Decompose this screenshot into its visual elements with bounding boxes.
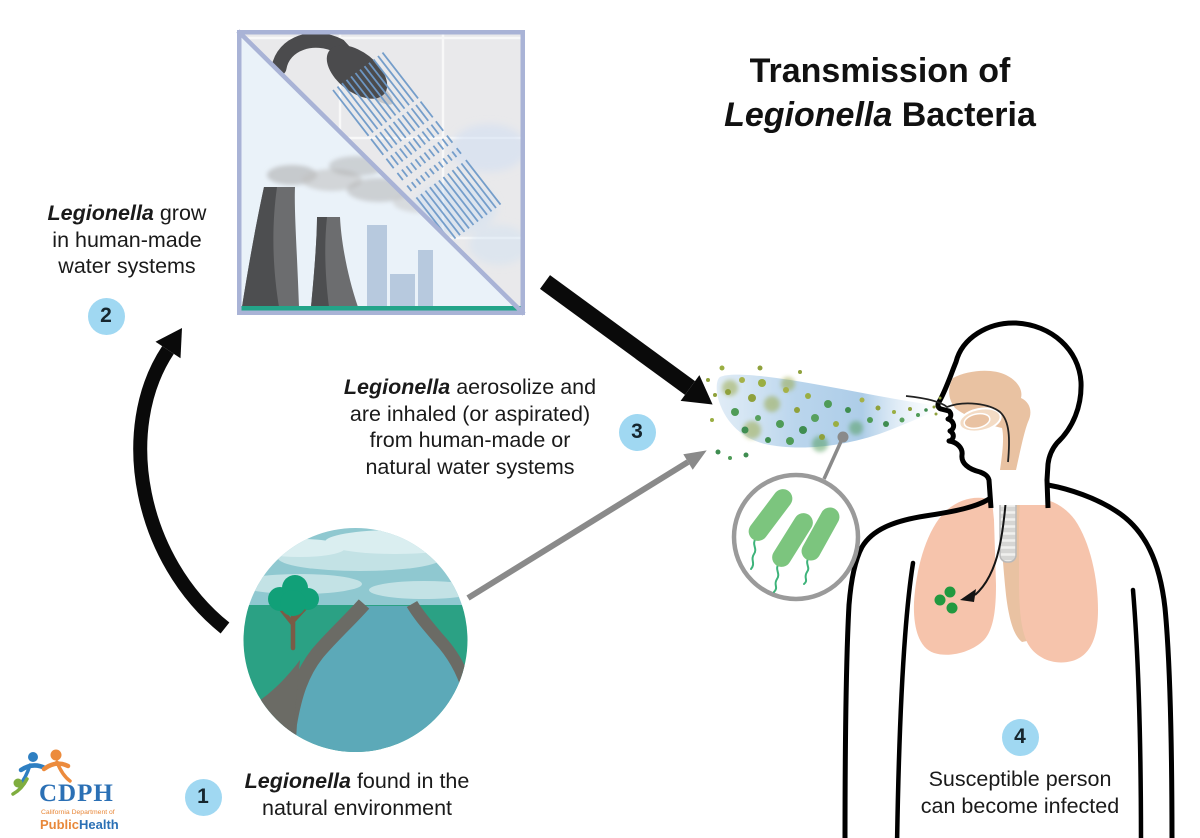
- caption-step-4: Susceptible person can become infected: [920, 767, 1120, 818]
- cdph-logo-figures-icon: [11, 749, 72, 796]
- lungs-icon: [913, 497, 1098, 663]
- buildings-icon: [367, 225, 433, 307]
- cdph-logo: CDPH California Department of PublicHeal…: [10, 748, 140, 836]
- tree-icon: [268, 575, 319, 651]
- cdph-acronym: CDPH: [39, 780, 114, 807]
- caption-step-2: Legionella grow in human-made water syst…: [47, 201, 207, 279]
- step-badge-2: 2: [87, 297, 125, 335]
- step-badge-1: 1: [184, 778, 222, 816]
- aerosol-plume-icon: [706, 365, 1010, 463]
- legionella-bacteria-icon: [748, 489, 840, 593]
- transmission-arrow-gray: [466, 450, 707, 601]
- transmission-arrow-black: [539, 275, 713, 405]
- infection-dots: [934, 586, 958, 614]
- natural-environment-illustration: [243, 528, 468, 752]
- title-line-1: Transmission of: [749, 52, 1011, 90]
- airway-line: [905, 395, 1010, 463]
- panel-diagonal: [236, 29, 526, 316]
- cycle-arrow: [133, 328, 230, 634]
- cdph-subtitle: California Department of: [41, 809, 115, 816]
- page-title: Transmission of Legionella Bacteria: [660, 50, 1100, 137]
- cdph-name: PublicHealth: [40, 817, 119, 832]
- aerosol-droplets: [706, 365, 942, 460]
- bacteria-magnifier-icon: [731, 431, 861, 602]
- caption-step-1: Legionella found in the natural environm…: [244, 769, 470, 820]
- cooling-towers-icon: [242, 187, 358, 307]
- step-badge-3: 3: [618, 413, 656, 451]
- human-made-water-illustration: [236, 29, 526, 316]
- torso-outline: [842, 482, 1175, 838]
- title-line-2: Legionella Bacteria: [724, 95, 1036, 134]
- panel-frame: [237, 30, 525, 315]
- airway-anatomy: [949, 370, 1031, 470]
- rain-lines: [332, 52, 502, 243]
- ground-line: [240, 306, 522, 312]
- step-badge-4: 4: [1001, 718, 1039, 756]
- caption-step-3: Legionella aerosolize and are inhaled (o…: [343, 375, 597, 479]
- person-illustration: [842, 320, 1175, 838]
